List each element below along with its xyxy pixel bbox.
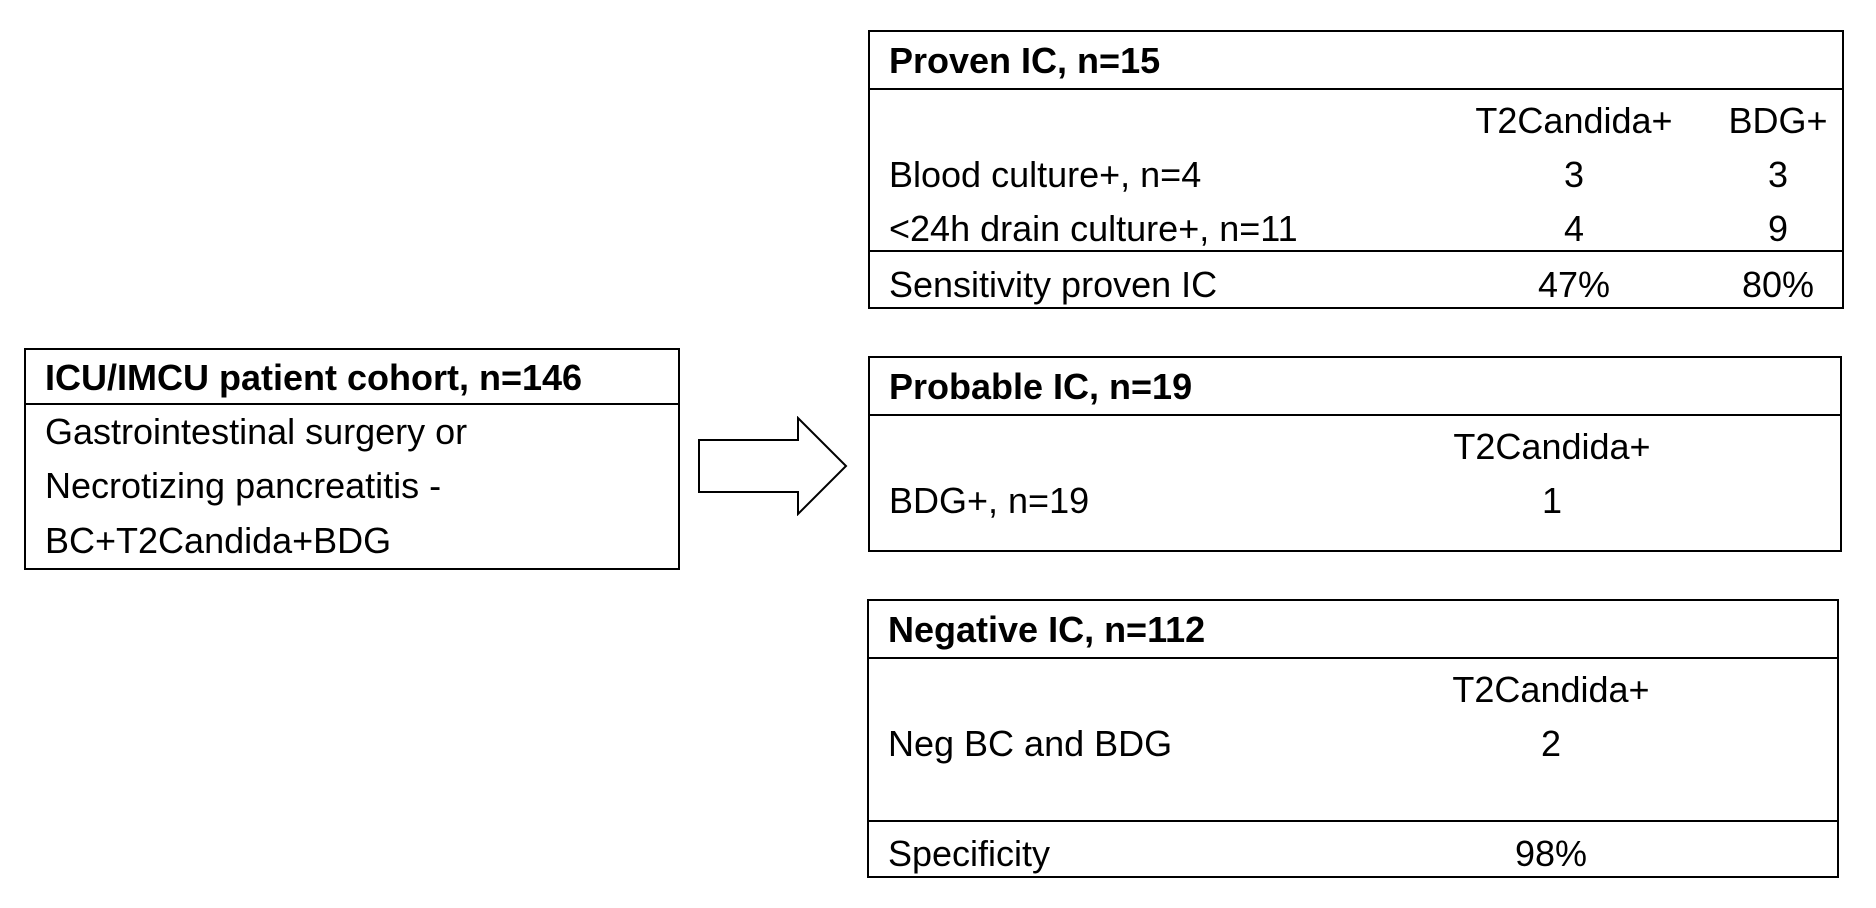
proven-row-label: <24h drain culture+, n=11 [889,208,1298,249]
negative-table: T2Candida+ Neg BC and BDG 2 Specificity … [869,659,1837,876]
specificity-label: Specificity [888,833,1051,874]
cohort-line-3: BC+T2Candida+BDG [45,520,392,561]
proven-ic-box: Proven IC, n=15 T2Candida+ BDG+ Blood cu… [868,30,1844,309]
sensitivity-bdg-value: 80% [1741,264,1815,305]
negative-divider [869,820,1837,822]
sensitivity-t2-value: 47% [1537,264,1611,305]
proven-divider [870,250,1842,252]
flow-arrow-icon [698,416,848,516]
specificity-value: 98% [1514,833,1588,874]
probable-table: T2Candida+ BDG+, n=19 1 [870,416,1840,550]
negative-col-t2candida: T2Candida+ [1452,669,1650,710]
negative-row-label: Neg BC and BDG [888,723,1173,764]
proven-col-t2candida: T2Candida+ [1475,100,1673,141]
probable-row-label: BDG+, n=19 [889,480,1090,521]
proven-row-label: Blood culture+, n=4 [889,154,1202,195]
proven-title: Proven IC, n=15 [870,32,1842,90]
probable-title: Probable IC, n=19 [870,358,1840,416]
proven-table: T2Candida+ BDG+ Blood culture+, n=4 3 3 … [870,90,1842,307]
cohort-box: ICU/IMCU patient cohort, n=146 Gastroint… [24,348,680,570]
sensitivity-label: Sensitivity proven IC [889,264,1218,305]
cohort-line-1: Gastrointestinal surgery or [45,411,468,452]
negative-ic-box: Negative IC, n=112 T2Candida+ Neg BC and… [867,599,1839,878]
proven-row-t2-value: 4 [1563,208,1585,249]
cohort-line-2: Necrotizing pancreatitis - [45,465,442,506]
proven-row-t2-value: 3 [1563,154,1585,195]
proven-row-bdg-value: 9 [1767,208,1789,249]
probable-col-t2candida: T2Candida+ [1453,426,1651,467]
probable-row-t2-value: 1 [1541,480,1563,521]
cohort-title: ICU/IMCU patient cohort, n=146 [26,350,678,405]
probable-ic-box: Probable IC, n=19 T2Candida+ BDG+, n=19 … [868,356,1842,552]
negative-title: Negative IC, n=112 [869,601,1837,659]
negative-row-t2-value: 2 [1540,723,1562,764]
proven-col-bdg: BDG+ [1728,100,1828,141]
proven-row-bdg-value: 3 [1767,154,1789,195]
